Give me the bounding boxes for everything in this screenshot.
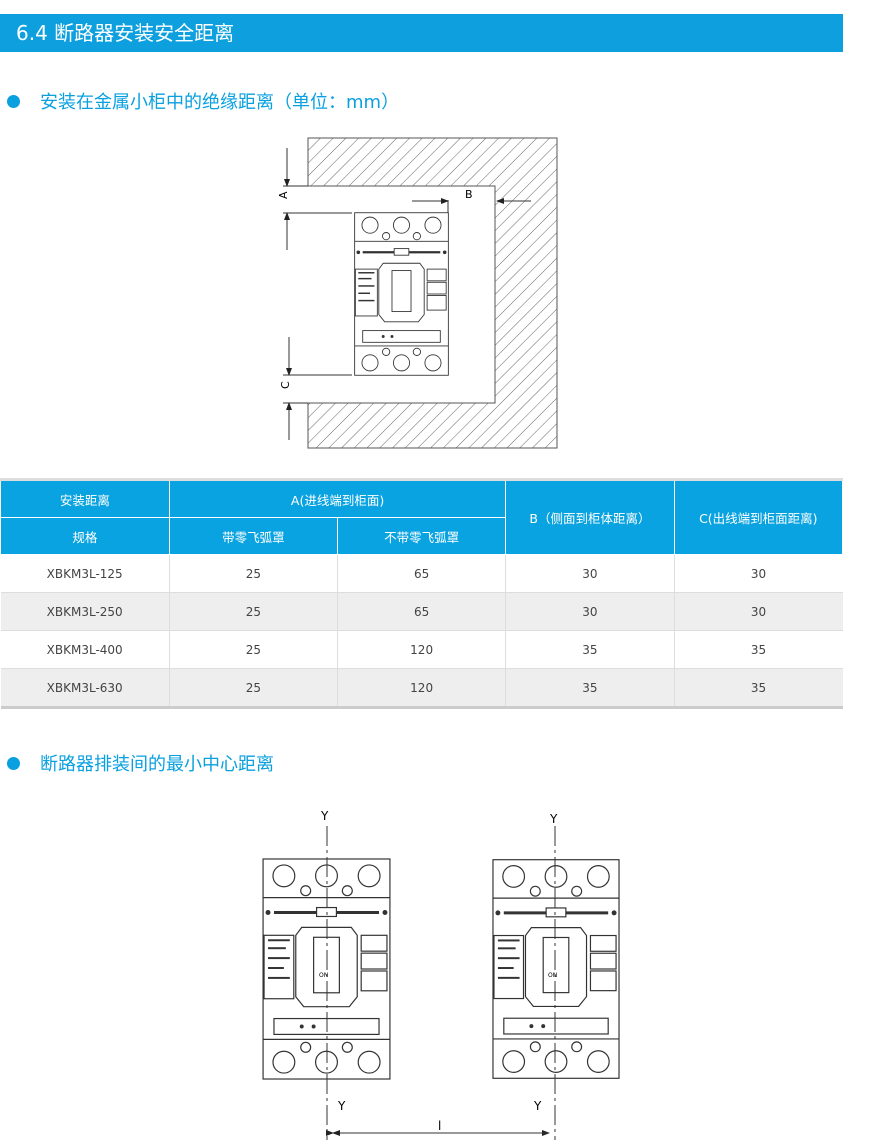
axis-label-y-bottom-right: Y bbox=[533, 1099, 542, 1113]
cell-a2: 120 bbox=[336, 630, 506, 669]
col-a2: 不带零飞弧罩 bbox=[336, 517, 507, 555]
axis-label-y-top-left: Y bbox=[320, 809, 329, 823]
cell-spec: XBKM3L-250 bbox=[0, 592, 170, 631]
bullet-icon bbox=[7, 756, 20, 770]
cell-a2: 65 bbox=[336, 592, 506, 631]
cell-c: 30 bbox=[673, 554, 843, 593]
cell-b: 30 bbox=[505, 592, 675, 631]
on-label: ON bbox=[548, 972, 557, 979]
subsection-title-text: 安装在金属小柜中的绝缘距离（单位：mm） bbox=[40, 92, 400, 113]
cell-c: 30 bbox=[673, 592, 843, 631]
cell-b: 35 bbox=[505, 668, 675, 709]
dim-label-l: l bbox=[438, 1119, 441, 1133]
bullet-icon bbox=[7, 94, 20, 108]
cell-b: 35 bbox=[505, 630, 675, 669]
subsection-title-cabinet: 安装在金属小柜中的绝缘距离（单位：mm） bbox=[7, 88, 399, 114]
cell-spec: XBKM3L-125 bbox=[0, 554, 170, 593]
col-b: B（侧面到柜体距离） bbox=[505, 478, 675, 555]
cell-b: 30 bbox=[505, 554, 675, 593]
col-a: A(进线端到柜面) bbox=[168, 478, 507, 518]
dim-label-a: A bbox=[277, 191, 290, 199]
axis-label-y-top-right: Y bbox=[549, 812, 558, 826]
section-header: 6.4 断路器安装安全距离 bbox=[0, 14, 843, 52]
cell-a2: 120 bbox=[336, 668, 506, 709]
cell-c: 35 bbox=[673, 630, 843, 669]
col-c: C(出线端到柜面距离) bbox=[673, 478, 844, 555]
cell-spec: XBKM3L-630 bbox=[0, 668, 170, 709]
breaker-drawing bbox=[353, 212, 450, 376]
cell-a1: 25 bbox=[168, 592, 338, 631]
on-label: ON bbox=[319, 972, 328, 979]
col-a1: 带零飞弧罩 bbox=[168, 517, 338, 555]
col-install: 安装距离 bbox=[0, 478, 170, 518]
subsection-title-text: 断路器排装间的最小中心距离 bbox=[40, 754, 274, 775]
cell-a1: 25 bbox=[168, 554, 338, 593]
cell-a2: 65 bbox=[336, 554, 506, 593]
dim-label-c: C bbox=[279, 381, 292, 389]
axis-label-y-bottom-left: Y bbox=[337, 1099, 346, 1113]
cell-c: 35 bbox=[673, 668, 843, 709]
cell-a1: 25 bbox=[168, 668, 338, 709]
subsection-title-row-mounting: 断路器排装间的最小中心距离 bbox=[7, 750, 274, 776]
breaker-right bbox=[492, 858, 620, 1080]
col-spec: 规格 bbox=[0, 517, 170, 555]
cell-spec: XBKM3L-400 bbox=[0, 630, 170, 669]
cell-a1: 25 bbox=[168, 630, 338, 669]
dim-label-b: B bbox=[465, 188, 473, 201]
